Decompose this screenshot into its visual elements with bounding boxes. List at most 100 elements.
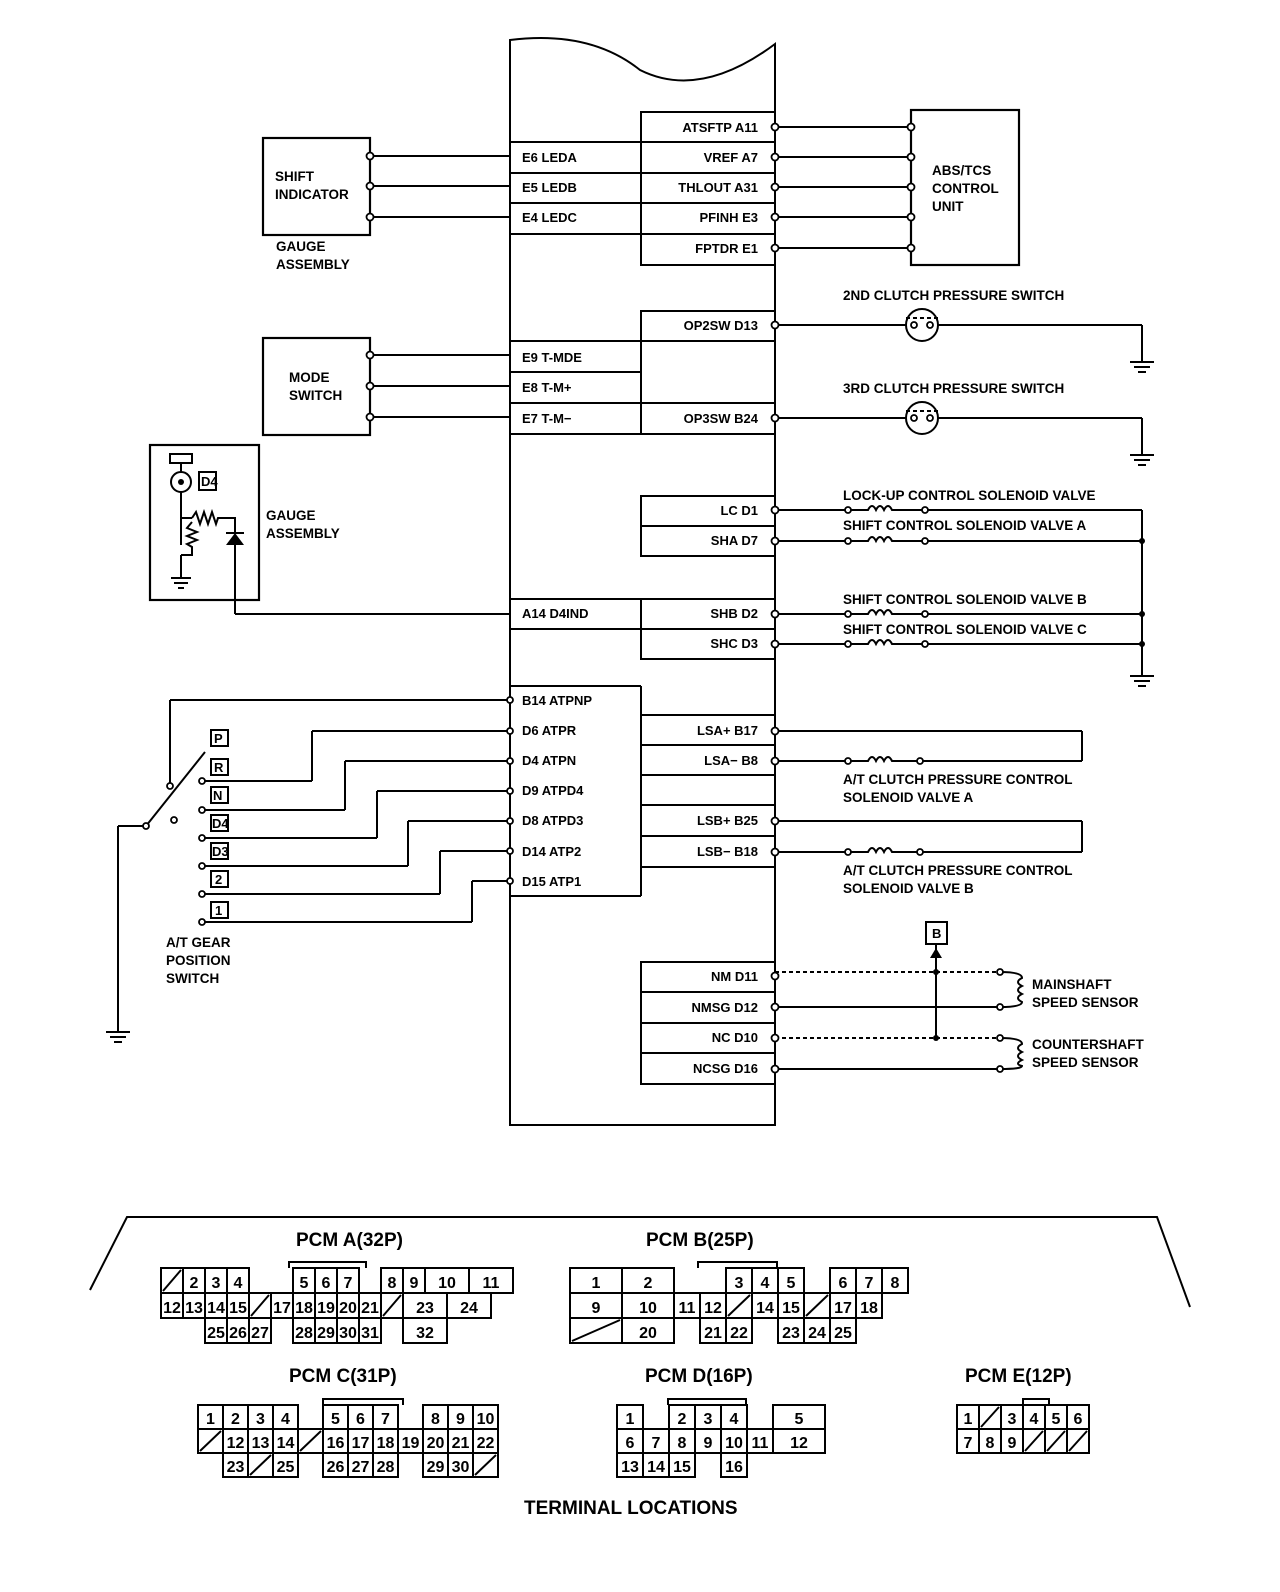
terminal-number: 29 [317,1325,335,1342]
svg-text:D3: D3 [212,844,229,859]
terminal-number: 10 [725,1435,743,1452]
terminal-cell [372,1452,399,1478]
terminal-cell [446,1292,492,1319]
terminal-number: 29 [427,1459,445,1476]
terminal-number: 13 [621,1459,639,1476]
terminal-cell [829,1292,857,1319]
gear-position-switch: P R N D4 D3 2 1 A/T GEAR POSITION SWITCH [106,696,514,1043]
pin-a31: THLOUT A31 [678,180,758,195]
terminal-number: 5 [795,1411,804,1428]
terminal-number: 3 [256,1411,265,1428]
svg-text:A/T CLUTCH PRESSURE CONTROL: A/T CLUTCH PRESSURE CONTROL [843,863,1073,878]
svg-text:MAINSHAFT: MAINSHAFT [1032,977,1112,992]
terminal-number: 6 [356,1411,365,1428]
terminal-number: 26 [327,1459,345,1476]
svg-text:SWITCH: SWITCH [166,971,219,986]
svg-text:D4: D4 [212,816,229,831]
terminal-number: 22 [477,1435,495,1452]
pin-e3: PFINH E3 [699,210,758,225]
pin-d3: SHC D3 [710,636,758,651]
pin-a14: A14 D4IND [522,606,588,621]
svg-text:SHIFT CONTROL SOLENOID VALVE B: SHIFT CONTROL SOLENOID VALVE B [843,592,1087,607]
pin-b8: LSA− B8 [704,753,758,768]
b-marker: B [932,926,941,941]
terminal-number: 23 [227,1459,245,1476]
terminal-number: 18 [377,1435,395,1452]
terminal-cell [248,1317,272,1344]
terminal-locations: PCM A(32P) PCM B(25P) PCM C(31P) PCM D(1… [89,1216,1191,1519]
terminal-cell [855,1292,883,1319]
terminal-number: 1 [964,1411,973,1428]
terminal-number: 9 [410,1275,419,1292]
terminal-cell [829,1317,857,1344]
pcm-e-title: PCM E(12P) [965,1366,1072,1387]
terminal-number: 12 [704,1300,722,1317]
pin-b14: B14 ATPNP [522,693,592,708]
terminal-number: 3 [735,1275,744,1292]
svg-text:POSITION: POSITION [166,953,231,968]
terminal-number: 8 [986,1435,995,1452]
terminal-cell [616,1452,644,1478]
svg-text:ABS/TCS: ABS/TCS [932,163,991,178]
terminal-cell [720,1452,748,1478]
svg-text:ASSEMBLY: ASSEMBLY [276,257,350,272]
terminal-number: 32 [416,1325,434,1342]
pin-e4: E4 LEDC [522,210,578,225]
d4-indicator-gauge: D4 GAUGE ASSEMBLY [148,443,510,615]
terminal-number: 1 [626,1411,635,1428]
terminal-cell [673,1292,701,1319]
terminal-number: 13 [252,1435,270,1452]
terminal-cell [621,1317,675,1344]
terminal-number: 17 [352,1435,370,1452]
svg-text:P: P [214,731,223,746]
terminal-number: 30 [452,1459,470,1476]
terminal-number: 7 [964,1435,973,1452]
terminal-cell [247,1404,274,1430]
pcm-body [509,37,776,1126]
terminal-number: 10 [477,1411,495,1428]
terminal-cell [746,1428,774,1454]
svg-text:N: N [213,788,222,803]
terminal-number: 4 [234,1275,243,1292]
svg-text:COUNTERSHAFT: COUNTERSHAFT [1032,1037,1144,1052]
pin-a11: ATSFTP A11 [682,120,758,135]
mode-switch: MODE SWITCH [261,336,510,437]
terminal-number: 8 [431,1411,440,1428]
terminal-number: 26 [229,1325,247,1342]
terminal-number: 24 [808,1325,826,1342]
svg-text:ASSEMBLY: ASSEMBLY [266,526,340,541]
terminal-number: 3 [212,1275,221,1292]
terminal-number: 14 [756,1300,774,1317]
terminal-cell [358,1317,382,1344]
terminal-number: 18 [295,1300,313,1317]
terminal-number: 7 [652,1435,661,1452]
terminal-number: 2 [678,1411,687,1428]
pcm-a-title: PCM A(32P) [296,1230,403,1251]
solenoid-valves: LOCK-UP CONTROL SOLENOID VALVE SHIFT CON… [770,488,1154,687]
left-pin-boxes [510,141,642,897]
pcm-d-title: PCM D(16P) [645,1366,753,1387]
speed-sensors: B MAINSHAFT SPEED SENSOR COUNTERSHAFT SP… [770,921,1144,1074]
terminal-number: 22 [730,1325,748,1342]
pin-d9: D9 ATPD4 [522,783,584,798]
terminal-cell [422,1452,449,1478]
svg-text:1: 1 [215,903,222,918]
pin-d15: D15 ATP1 [522,874,581,889]
terminal-locations-title: TERMINAL LOCATIONS [524,1498,738,1519]
terminal-number: 14 [647,1459,665,1476]
terminal-number: 17 [834,1300,852,1317]
terminal-number: 25 [207,1325,225,1342]
terminal-number: 12 [227,1435,245,1452]
svg-text:SWITCH: SWITCH [289,388,342,403]
pin-d14: D14 ATP2 [522,844,581,859]
svg-text:2ND CLUTCH PRESSURE SWITCH: 2ND CLUTCH PRESSURE SWITCH [843,288,1064,303]
terminal-number: 6 [1074,1411,1083,1428]
terminal-cell [777,1317,805,1344]
svg-text:A/T CLUTCH PRESSURE CONTROL: A/T CLUTCH PRESSURE CONTROL [843,772,1073,787]
terminal-number: 25 [277,1459,295,1476]
pin-d10: NC D10 [712,1030,758,1045]
